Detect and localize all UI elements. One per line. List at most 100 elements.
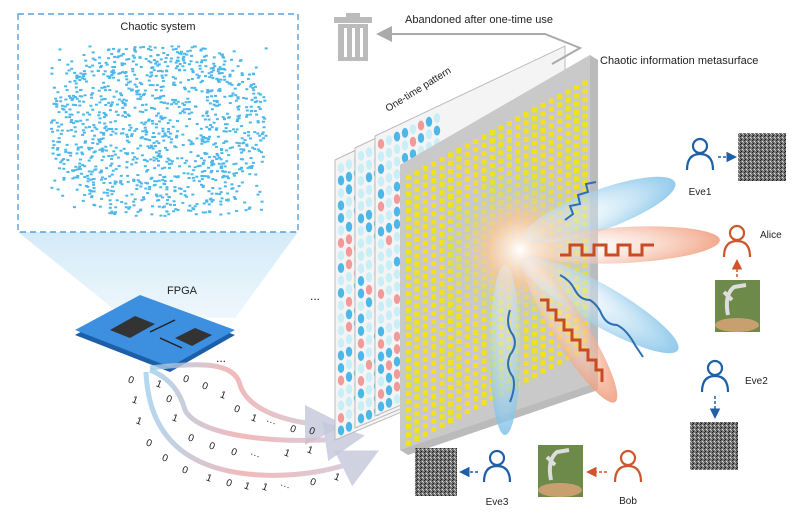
dot <box>199 81 203 84</box>
pattern-element <box>337 300 345 311</box>
meta-atom <box>431 203 437 208</box>
meta-atom <box>532 132 537 138</box>
dot <box>222 170 226 173</box>
dot <box>242 148 246 151</box>
pattern-element <box>365 272 373 283</box>
dot <box>87 159 91 162</box>
dot <box>62 178 66 181</box>
dot <box>185 195 189 198</box>
meta-atom <box>515 158 521 163</box>
dot <box>144 103 148 106</box>
pattern-element <box>337 188 345 198</box>
dot <box>91 86 95 89</box>
dot <box>186 186 190 189</box>
dot <box>171 76 175 79</box>
meta-atom <box>481 366 487 372</box>
meta-atom <box>548 140 554 145</box>
dot <box>246 131 250 134</box>
dot <box>222 162 226 165</box>
meta-atom <box>557 127 563 133</box>
dot <box>104 145 108 148</box>
dot <box>135 128 139 131</box>
dot <box>66 103 70 106</box>
dot <box>249 85 253 88</box>
pattern-element <box>401 140 409 151</box>
dot <box>256 132 260 135</box>
meta-atom <box>431 418 437 424</box>
dot <box>190 78 194 81</box>
dot <box>69 129 73 132</box>
meta-atom <box>464 384 470 390</box>
pattern-element <box>409 136 417 147</box>
dot <box>215 77 219 80</box>
pattern-element <box>345 421 353 432</box>
dot <box>161 196 165 199</box>
dot <box>178 62 182 65</box>
dot <box>87 170 91 173</box>
pattern-element <box>365 347 373 358</box>
pattern-element <box>365 147 373 158</box>
dot <box>198 67 202 70</box>
pattern-element <box>377 376 385 387</box>
dot <box>182 55 186 58</box>
dot <box>85 80 89 83</box>
meta-atom <box>523 377 529 383</box>
dot <box>55 148 59 151</box>
dot <box>219 68 223 71</box>
dot <box>226 198 230 201</box>
pattern-element <box>357 276 365 286</box>
dot <box>240 125 244 128</box>
meta-atom <box>557 94 563 99</box>
dot <box>63 105 67 108</box>
dot <box>86 111 90 114</box>
dot <box>251 146 255 149</box>
dot <box>144 57 148 60</box>
dot <box>215 157 219 160</box>
dot <box>217 156 221 159</box>
dot <box>179 50 183 53</box>
meta-atom <box>473 147 479 153</box>
dot <box>54 97 58 100</box>
dot <box>203 118 207 121</box>
dot <box>167 127 171 130</box>
dot <box>214 113 218 116</box>
dot <box>93 58 97 61</box>
dot <box>95 128 99 131</box>
dot <box>133 73 137 76</box>
dot <box>117 50 121 53</box>
pattern-element <box>345 359 353 370</box>
meta-atom <box>414 187 420 193</box>
meta-atom <box>448 343 453 349</box>
dot <box>205 96 209 99</box>
dot <box>262 126 266 129</box>
meta-atom <box>406 249 411 255</box>
bit: 0 <box>307 426 316 438</box>
dot <box>60 159 64 162</box>
dot <box>256 193 260 196</box>
dot <box>203 137 207 140</box>
dot <box>116 56 120 59</box>
dot <box>183 61 187 64</box>
dot <box>66 129 70 132</box>
dot <box>176 56 180 59</box>
dot <box>172 101 176 104</box>
dot <box>127 58 131 61</box>
dot <box>52 119 56 122</box>
bit: 0 <box>180 465 189 477</box>
dot <box>225 123 229 126</box>
dot <box>50 67 54 70</box>
dot <box>154 193 158 196</box>
dot <box>185 53 189 56</box>
dot <box>243 139 247 142</box>
dot <box>58 48 62 51</box>
meta-atom <box>439 331 445 337</box>
dot <box>115 103 119 106</box>
meta-atom <box>506 145 512 151</box>
trash-icon <box>334 13 372 61</box>
meta-atom <box>414 378 420 383</box>
dot <box>248 165 252 168</box>
dot <box>112 47 116 50</box>
dot <box>163 116 167 119</box>
dot <box>243 132 247 135</box>
meta-atom <box>498 133 504 139</box>
